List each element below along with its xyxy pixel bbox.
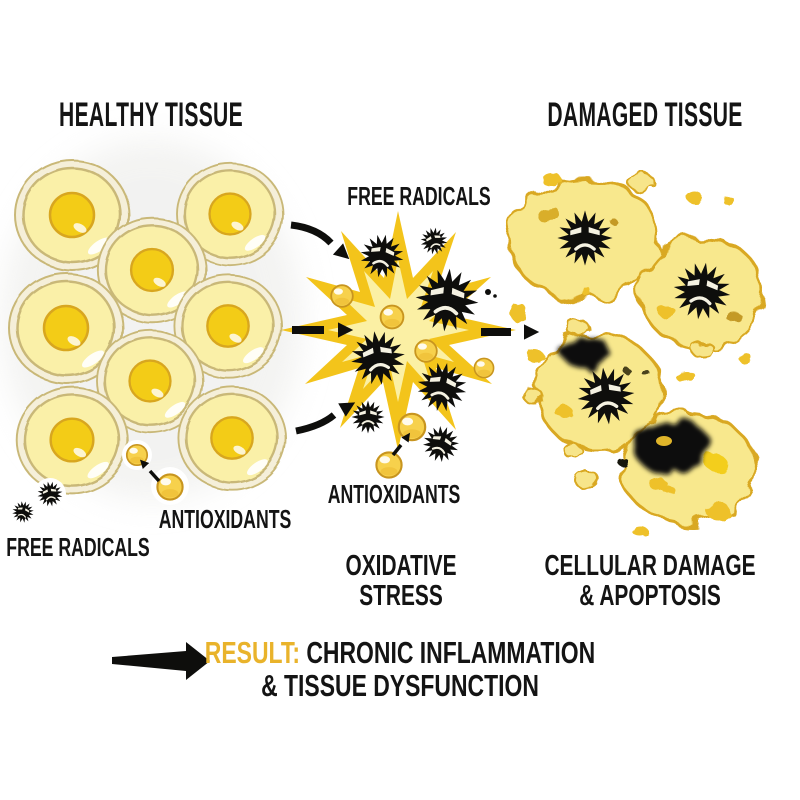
antioxidant-icon [397, 412, 427, 442]
charred-patch [561, 337, 710, 473]
radical-speck [485, 289, 491, 295]
arrow-icon [481, 324, 540, 340]
healthy-cell [17, 387, 128, 494]
free-radical-icon [350, 399, 386, 435]
arrow-icon [290, 221, 355, 265]
healthy-tissue-group [2, 140, 302, 526]
oxidative-stress-group [281, 211, 540, 479]
free-radicals-label-center: FREE RADICALS [347, 181, 491, 211]
oxidative-stress-line1: OXIDATIVE [345, 550, 457, 582]
arrow-icon [292, 322, 354, 338]
oxidative-stress-line2: STRESS [359, 580, 443, 613]
explosion-burst-inner [328, 259, 469, 402]
free-radicals-label-left: FREE RADICALS [6, 532, 150, 562]
arrow-icon [136, 456, 161, 483]
result-text1: CHRONIC INFLAMMATION [306, 635, 596, 670]
cellular-damage-line1: CELLULAR DAMAGE [544, 550, 756, 582]
free-radical-icon [555, 208, 615, 268]
result-caption: RESULT: CHRONIC INFLAMMATION & TISSUE DY… [204, 635, 596, 703]
cell-debris [510, 172, 753, 536]
result-line1: RESULT: CHRONIC INFLAMMATION [204, 635, 596, 670]
antioxidant-icon [414, 339, 438, 363]
radical-speck [493, 294, 497, 298]
charred-gold-spot [656, 436, 672, 446]
healthy-cell [178, 386, 285, 489]
antioxidant-icon [473, 357, 495, 379]
arrow-icon [295, 395, 359, 435]
arrow-icon [391, 430, 414, 457]
healthy-tissue-title: HEALTHY TISSUE [59, 96, 243, 134]
antioxidant-icon [156, 473, 184, 501]
oxidative-stress-caption: OXIDATIVE STRESS [346, 551, 457, 612]
cell-patches [538, 207, 741, 493]
result-arrow-icon [112, 642, 210, 680]
antioxidant-icon [375, 451, 403, 479]
cellular-damage-line2: & APOPTOSIS [579, 580, 721, 613]
antioxidants-label-center: ANTIOXIDANTS [327, 479, 461, 509]
black-speck [618, 457, 628, 467]
damaged-tissue-title: DAMAGED TISSUE [547, 96, 743, 134]
antioxidants-label-left: ANTIOXIDANTS [158, 504, 292, 534]
damaged-tissue-group [507, 172, 765, 536]
antioxidant-icon [330, 284, 354, 308]
result-line2: & TISSUE DYSFUNCTION [261, 667, 539, 703]
cellular-damage-caption: CELLULAR DAMAGE & APOPTOSIS [544, 551, 755, 612]
antioxidant-icon [379, 304, 405, 330]
result-label: RESULT: [204, 635, 300, 670]
